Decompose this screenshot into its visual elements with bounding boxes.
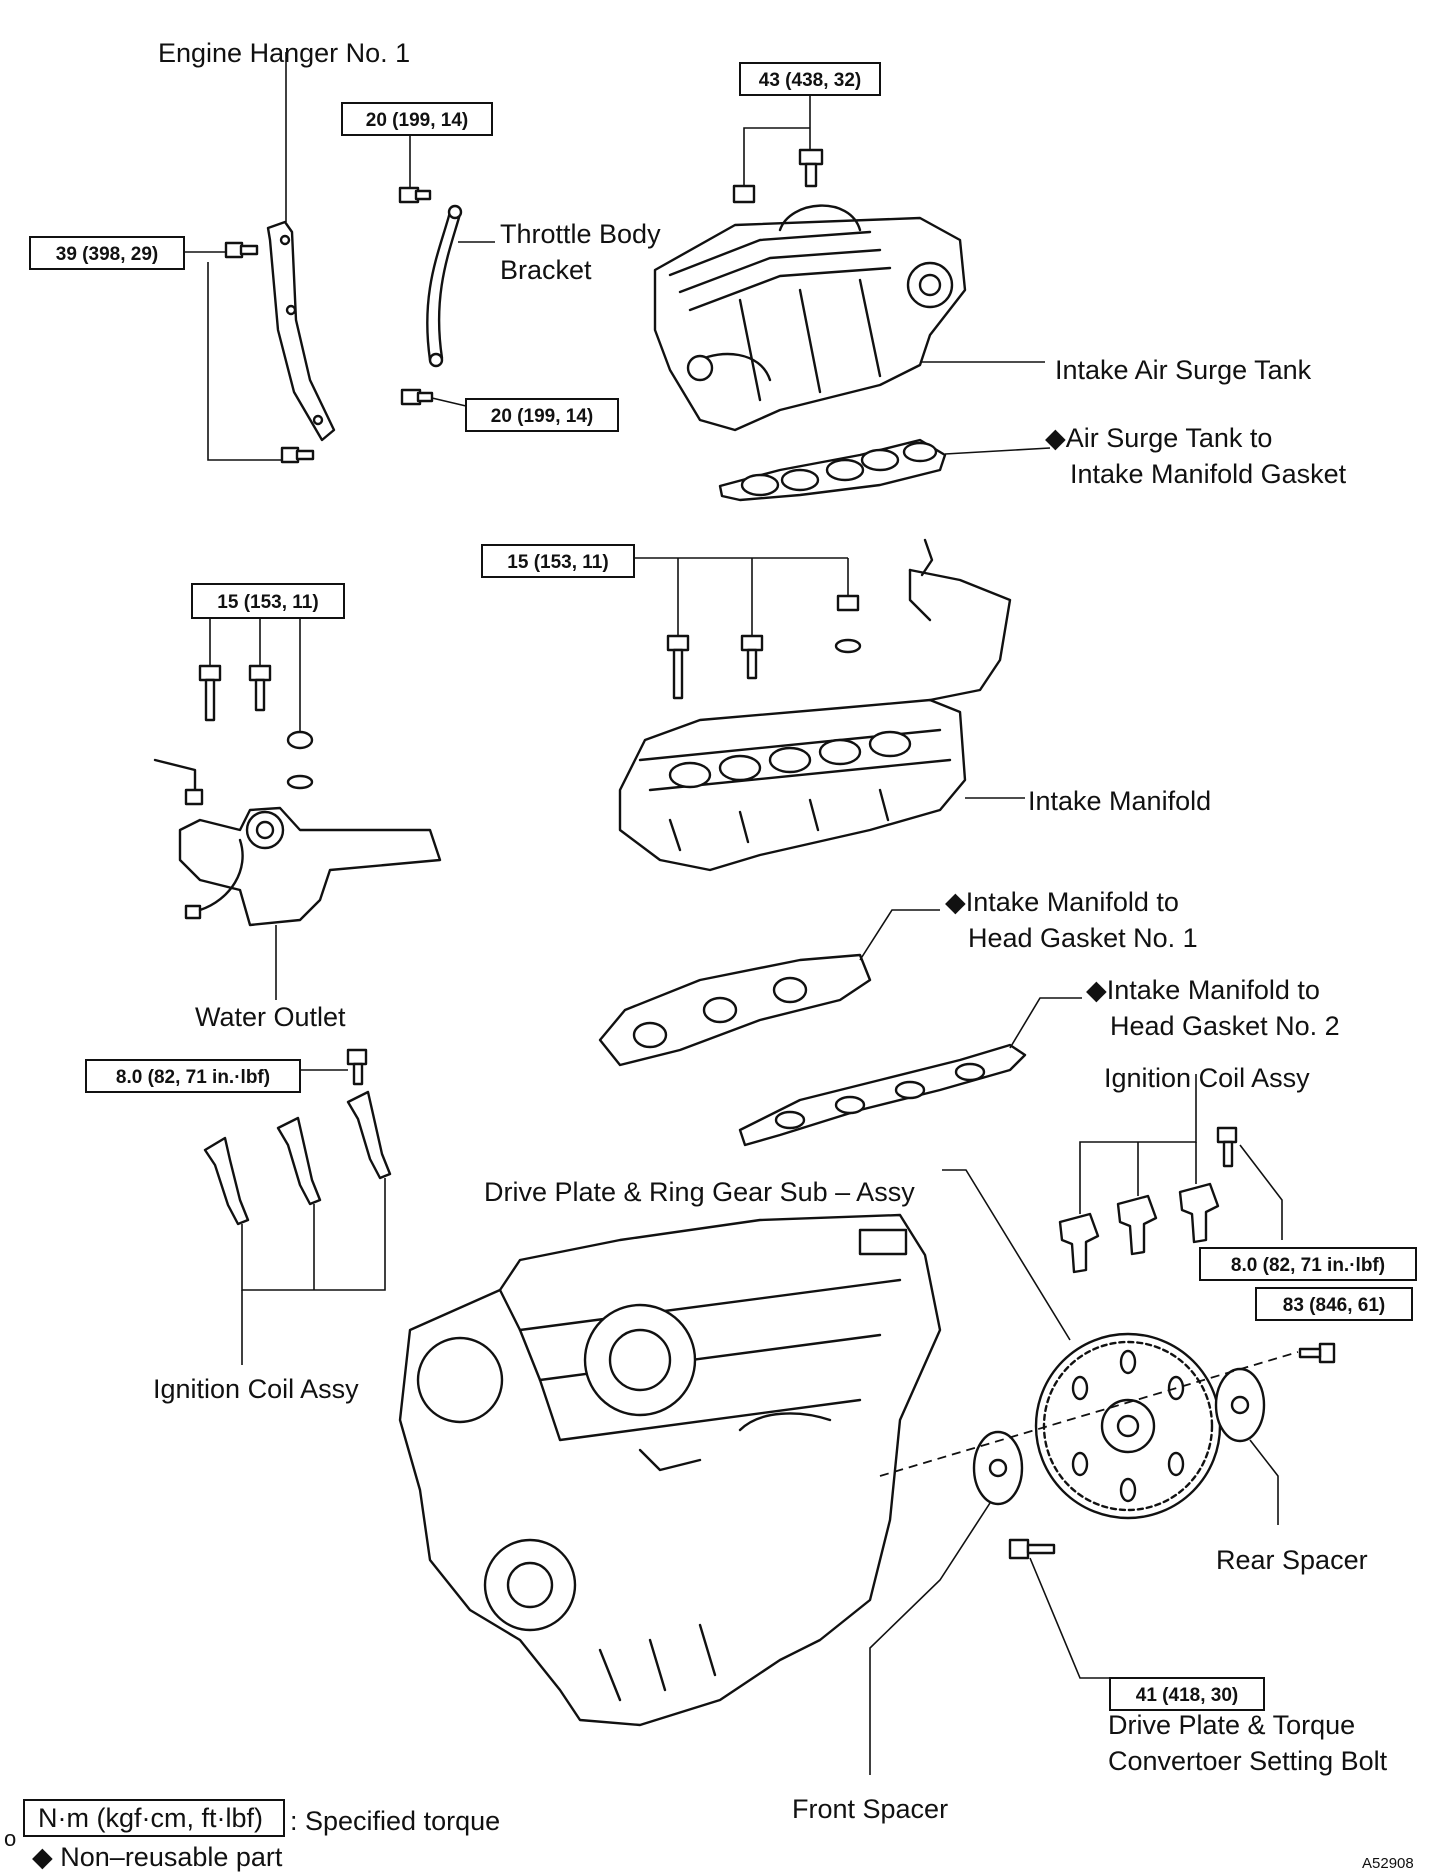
svg-text:8.0 (82, 71 in.·lbf): 8.0 (82, 71 in.·lbf) [1231, 1255, 1385, 1276]
label-head-gasket-1b: Head Gasket No. 1 [968, 923, 1198, 953]
label-front-spacer: Front Spacer [792, 1794, 948, 1824]
label-throttle-body-2: Bracket [500, 255, 592, 285]
label-surge-gasket-1: ◆Air Surge Tank to [1045, 423, 1272, 453]
engine-hanger [266, 52, 336, 442]
label-head-gasket-2b: Head Gasket No. 2 [1110, 1011, 1340, 1041]
water-outlet [153, 618, 442, 1000]
torque-bracket-top: 20 (199, 14) [341, 102, 493, 136]
label-head-gasket-2a: ◆Intake Manifold to [1086, 975, 1320, 1005]
intake-air-surge-tank [653, 95, 1045, 432]
manifold-bolts [634, 557, 862, 700]
svg-text:15 (153, 11): 15 (153, 11) [507, 552, 608, 573]
engine-block [398, 1213, 942, 1727]
svg-text:83 (846, 61): 83 (846, 61) [1283, 1295, 1385, 1316]
svg-text:20 (199, 14): 20 (199, 14) [366, 110, 468, 131]
intake-manifold [618, 538, 1025, 872]
label-intake-air-surge-tank: Intake Air Surge Tank [1055, 355, 1312, 385]
label-drive-plate: Drive Plate & Ring Gear Sub – Assy [484, 1177, 915, 1207]
legend: N·m (kgf·cm, ft·lbf) : Specified torque … [4, 1799, 500, 1872]
svg-text:43 (438, 32): 43 (438, 32) [759, 70, 861, 91]
label-drive-plate-bolt-2: Convertoer Setting Bolt [1108, 1746, 1388, 1776]
head-gasket-no-2 [738, 997, 1082, 1147]
torque-rear-bolt: 83 (846, 61) [1255, 1287, 1413, 1321]
front-spacer [869, 1430, 1024, 1775]
hanger-bolts [184, 241, 315, 464]
torque-surge-tank: 43 (438, 32) [739, 62, 881, 96]
torque-coil-right: 8.0 (82, 71 in.·lbf) [1199, 1247, 1417, 1281]
figure-code: A52908 [1362, 1855, 1414, 1872]
label-surge-gasket-2: Intake Manifold Gasket [1070, 459, 1347, 489]
torque-hanger: 39 (398, 29) [29, 236, 185, 270]
label-head-gasket-1a: ◆Intake Manifold to [945, 887, 1179, 917]
label-drive-plate-bolt-1: Drive Plate & Torque [1108, 1710, 1355, 1740]
throttle-body-bracket [398, 135, 495, 407]
label-throttle-body-1: Throttle Body [500, 219, 661, 249]
ignition-coils-left [203, 1048, 392, 1365]
torque-drive-plate-bolt: 41 (418, 30) [1109, 1677, 1265, 1711]
label-engine-hanger: Engine Hanger No. 1 [158, 38, 410, 68]
svg-text:8.0 (82, 71 in.·lbf): 8.0 (82, 71 in.·lbf) [116, 1067, 270, 1088]
label-rear-spacer: Rear Spacer [1216, 1545, 1368, 1575]
torque-bracket-bottom: 20 (199, 14) [465, 398, 619, 432]
label-intake-manifold: Intake Manifold [1028, 786, 1211, 816]
drive-plate [942, 1169, 1222, 1520]
legend-torque-unit: N·m (kgf·cm, ft·lbf) [38, 1803, 263, 1833]
legend-nonreusable: ◆ Non–reusable part [32, 1842, 283, 1872]
surge-tank-gasket [718, 438, 1051, 502]
torque-water-outlet: 15 (153, 11) [191, 583, 345, 619]
legend-corner-mark: o [4, 1826, 16, 1851]
assembly-axis [879, 1351, 1299, 1477]
label-water-outlet: Water Outlet [195, 1002, 346, 1032]
drive-plate-bolt [1008, 1538, 1110, 1679]
svg-text:15 (153, 11): 15 (153, 11) [217, 592, 318, 613]
head-gasket-no-1 [598, 909, 940, 1067]
legend-torque-desc: : Specified torque [290, 1806, 500, 1836]
label-ignition-coil-left: Ignition Coil Assy [153, 1374, 359, 1404]
torque-coil-left: 8.0 (82, 71 in.·lbf) [85, 1059, 301, 1093]
svg-text:20 (199, 14): 20 (199, 14) [491, 406, 593, 427]
svg-text:39 (398, 29): 39 (398, 29) [56, 244, 158, 265]
svg-text:41 (418, 30): 41 (418, 30) [1136, 1685, 1238, 1706]
ignition-coils-right [1058, 1074, 1283, 1274]
label-ignition-coil-right: Ignition Coil Assy [1104, 1063, 1310, 1093]
torque-manifold: 15 (153, 11) [481, 544, 635, 578]
